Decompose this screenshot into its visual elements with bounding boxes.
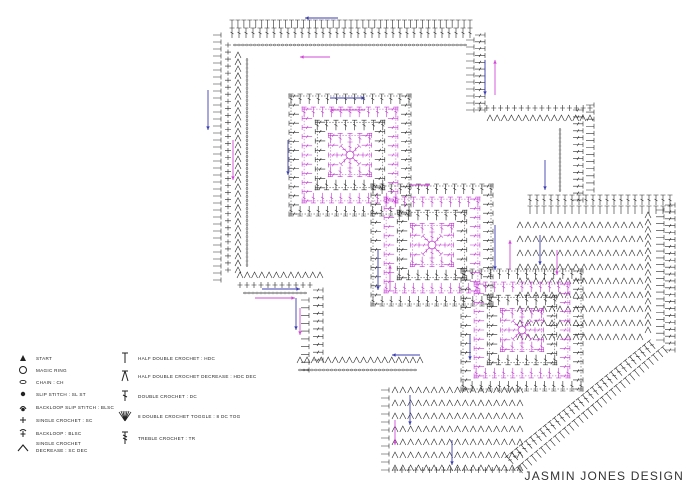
start-triangle-icon (16, 352, 30, 364)
legend-label: SINGLE CROCHET DECREASE : sc dec (36, 441, 88, 453)
direction-arrow (298, 308, 302, 335)
legend-label: BACKLOOP : BLsc (36, 430, 82, 436)
direction-arrow (305, 16, 338, 20)
direction-arrow (262, 287, 300, 291)
double-crochet-icon (118, 390, 132, 402)
legend-sc-decrease: SINGLE CROCHET DECREASE : sc dec (16, 440, 106, 454)
chain-icon (16, 376, 30, 388)
direction-arrow (393, 420, 397, 445)
single-crochet-icon (16, 414, 30, 426)
direction-arrow (388, 265, 392, 290)
legend-label: MAGIC RING (36, 367, 67, 373)
legend-hdc-decrease: HALF DOUBLE CROCHET DECREASE : hdc dec (118, 370, 257, 382)
slip-stitch-icon (16, 388, 30, 400)
legend-treble-crochet: TREBLE CROCHET : tr (118, 431, 196, 444)
legend-backloop-slip: BACKLOOP SLIP STITCH : BLsc (16, 401, 114, 413)
treble-crochet-icon (118, 431, 132, 444)
direction-arrow (483, 60, 487, 95)
direction-arrows (206, 16, 559, 465)
dc-toggle-icon (118, 410, 132, 422)
stitch-legend: START MAGIC RING CHAIN : ch SLIP STITCH … (10, 350, 370, 460)
legend-half-double-crochet: HALF DOUBLE CROCHET : hdc (118, 352, 215, 364)
granny-square-middle (370, 183, 494, 307)
direction-arrow (330, 108, 365, 112)
legend-chain: CHAIN : ch (16, 376, 64, 388)
legend-label: BACKLOOP SLIP STITCH : BLsc (36, 404, 115, 410)
legend-label: START (36, 355, 53, 361)
sc-decrease-icon (16, 441, 30, 453)
legend-label: CHAIN : ch (36, 379, 64, 385)
legend-label: TREBLE CROCHET : tr (138, 435, 196, 441)
legend-start: START (16, 352, 52, 364)
legend-label: HALF DOUBLE CROCHET : hdc (138, 355, 216, 361)
direction-arrow (493, 60, 497, 95)
direction-arrow (231, 140, 235, 180)
granny-square-bottom (460, 268, 584, 392)
magic-ring-icon (16, 364, 30, 376)
direction-arrow (255, 296, 295, 300)
direction-arrow (408, 395, 412, 425)
direction-arrow (555, 250, 559, 275)
legend-backloop: BACKLOOP : BLsc (16, 427, 82, 439)
legend-double-crochet: DOUBLE CROCHET : dc (118, 390, 197, 402)
direction-arrow (410, 183, 430, 187)
direction-arrow (376, 250, 380, 290)
direction-arrow (538, 235, 542, 265)
legend-label: DOUBLE CROCHET : dc (138, 393, 197, 399)
direction-arrow (468, 335, 472, 360)
direction-arrow (508, 240, 512, 270)
legend-dc-toggle: 8 DOUBLE CROCHET TOGGLE : 8 dc tog (118, 410, 240, 422)
direction-arrow (450, 440, 454, 465)
granny-square-motifs (288, 93, 584, 392)
direction-arrow (543, 160, 547, 190)
legend-slip-stitch: SLIP STITCH : sl st (16, 388, 86, 400)
direction-arrow (392, 353, 420, 357)
direction-arrow (294, 298, 298, 330)
direction-arrow (330, 96, 365, 100)
direction-arrow (206, 90, 210, 130)
stitch-rows (213, 19, 676, 474)
legend-magic-ring: MAGIC RING (16, 364, 67, 376)
legend-label: SINGLE CROCHET : sc (36, 417, 93, 423)
legend-label: 8 DOUBLE CROCHET TOGGLE : 8 dc tog (138, 413, 241, 419)
legend-single-crochet: SINGLE CROCHET : sc (16, 414, 93, 426)
granny-square-top (288, 93, 412, 217)
legend-label: HALF DOUBLE CROCHET DECREASE : hdc dec (138, 373, 257, 379)
backloop-icon (16, 427, 30, 439)
half-double-crochet-icon (118, 352, 132, 364)
direction-arrow (286, 140, 290, 175)
direction-arrow (300, 55, 330, 59)
direction-arrow (493, 225, 497, 270)
hdc-decrease-icon (118, 370, 132, 382)
legend-label: SLIP STITCH : sl st (36, 391, 86, 397)
backloop-slip-stitch-icon (16, 401, 30, 413)
designer-brand: JASMIN JONES DESIGN (524, 469, 684, 483)
